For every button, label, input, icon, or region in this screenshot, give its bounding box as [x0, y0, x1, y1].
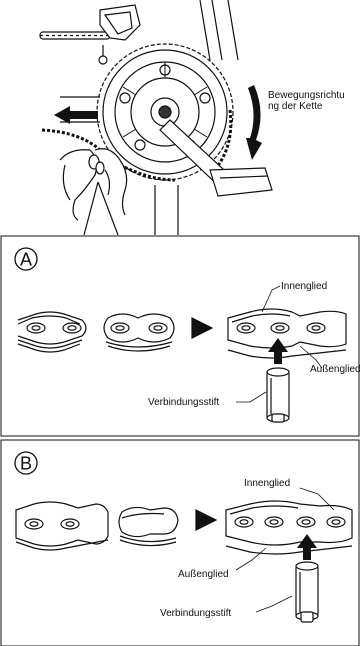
panel-b-inner-link-label: Innenglied [244, 478, 290, 489]
movement-direction-arrow [246, 85, 262, 160]
direction-label-line1: Bewegungsrichtu [268, 90, 345, 101]
svg-text:A: A [20, 250, 32, 270]
panel-b-pin-label: Verbindungsstift [160, 608, 231, 619]
direction-label-line2: ng der Kette [268, 101, 323, 112]
panel-a-outer-link-label: Außenglied [310, 364, 360, 375]
panel-b-outer-link-label: Außenglied [178, 569, 229, 580]
hands [60, 149, 127, 220]
panel-a-marker: A [15, 248, 37, 270]
svg-text:B: B [20, 454, 32, 474]
panel-a-inner-link-label: Innenglied [281, 281, 327, 292]
seat-tube [200, 0, 210, 60]
panel-b-connecting-pin [296, 562, 318, 622]
upper-chain [40, 32, 110, 39]
panel-b-marker: B [15, 452, 37, 474]
panel-a-connecting-pin [267, 368, 289, 422]
panel-b-chain-segment-left [16, 502, 108, 550]
zoom-line-left [84, 182, 98, 235]
pull-arrow-icon [54, 106, 98, 124]
panel-a-pin-label: Verbindungsstift [148, 397, 219, 408]
